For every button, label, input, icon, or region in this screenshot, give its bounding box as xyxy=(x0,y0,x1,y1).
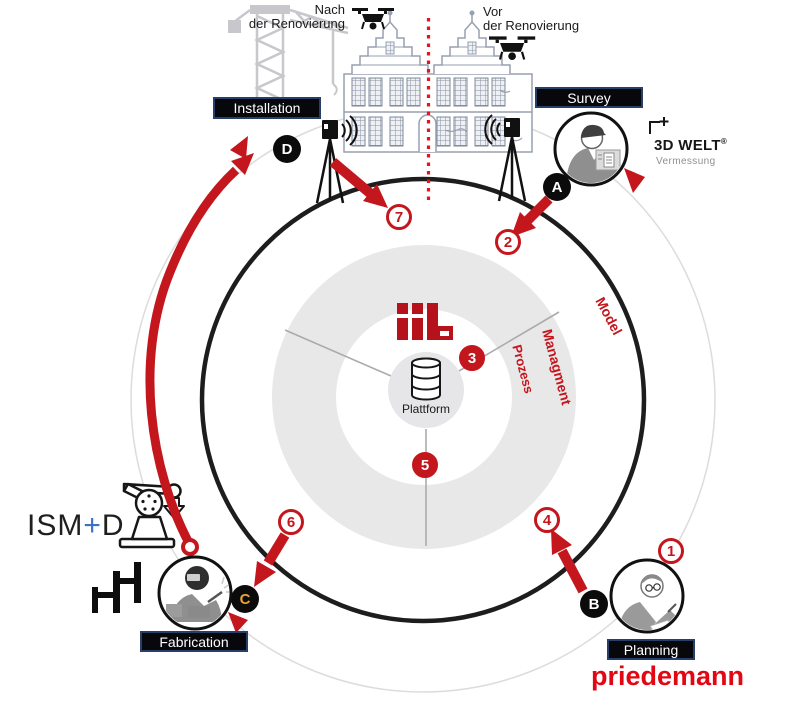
step-4-badge: 4 xyxy=(534,507,560,533)
step-5-badge: 5 xyxy=(412,452,438,478)
arrow-scan-to-7 xyxy=(329,158,375,198)
crane-icon xyxy=(228,5,349,116)
arrow-fabrication-to-installation xyxy=(145,166,240,548)
pointer-fabrication xyxy=(228,612,248,633)
step-7-badge: 7 xyxy=(386,204,412,230)
main-black-ring xyxy=(199,176,647,624)
priedemann-logo: priedemann xyxy=(591,661,745,691)
building-illustration xyxy=(343,10,533,153)
arrow-tail-marker xyxy=(181,538,199,556)
scan-frame-plus-icon xyxy=(649,117,669,134)
iil-logo xyxy=(395,300,457,342)
letter-a-badge: A xyxy=(543,173,571,201)
arrow-a-to-2 xyxy=(520,195,553,228)
3dwelt-logo: 3D WELT® xyxy=(654,137,728,154)
after-renovation-caption: Nach der Renovierung xyxy=(248,2,345,31)
letter-d-badge: D xyxy=(273,135,301,163)
welder-portrait xyxy=(157,555,233,631)
before-renovation-caption: Vor der Renovierung xyxy=(483,4,580,33)
platform-label: Plattform xyxy=(401,402,451,416)
drone-icon-right xyxy=(489,36,536,61)
planning-label: Planning xyxy=(607,639,695,660)
surveyor-portrait xyxy=(553,111,629,187)
installation-label: Installation xyxy=(213,97,321,119)
ismd-logo: ISM+D xyxy=(27,509,125,542)
database-icon xyxy=(411,357,441,401)
process-arrows xyxy=(145,136,645,633)
laser-scanner-icon-left xyxy=(315,115,358,204)
pointer-survey xyxy=(624,168,645,193)
fabrication-label: Fabrication xyxy=(140,631,248,652)
laser-scanner-icon-right xyxy=(484,114,527,202)
planner-portrait xyxy=(609,558,685,634)
gray-donut-ring xyxy=(272,245,576,549)
step-2-badge: 2 xyxy=(495,229,521,255)
letter-b-badge: B xyxy=(580,590,608,618)
step-3-badge: 3 xyxy=(459,345,485,371)
3dwelt-subtitle: Vermessung xyxy=(656,156,716,167)
drone-icon-left xyxy=(352,8,394,30)
letter-c-badge: C xyxy=(231,585,259,613)
hh-logo xyxy=(92,562,141,613)
arrow-b-to-4 xyxy=(557,548,588,594)
step-1-badge: 1 xyxy=(658,538,684,564)
arrow-6-to-c xyxy=(263,532,290,566)
step-6-badge: 6 xyxy=(278,509,304,535)
survey-label: Survey xyxy=(535,87,643,108)
